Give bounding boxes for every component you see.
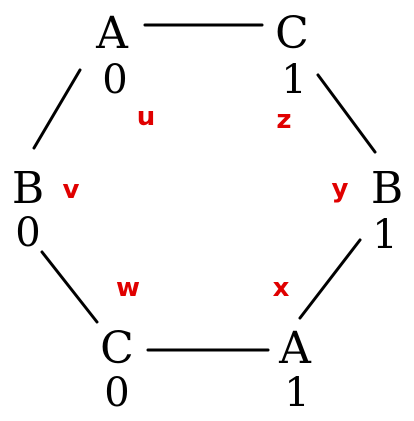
vertex-bottom-right-value: 1 (284, 370, 309, 416)
vertex-top-left-letter: A (95, 8, 129, 59)
vertex-left-letter: B (12, 163, 44, 214)
face-label-z: z (276, 105, 291, 135)
vertex-bottom-right: A 1 (278, 323, 312, 416)
edge-upper-left (32, 68, 82, 150)
vertex-top-right-value: 1 (281, 57, 306, 103)
face-label-x: x (273, 273, 290, 303)
vertex-bottom-left-value: 0 (104, 370, 129, 416)
vertex-bottom-left: C 0 (100, 323, 134, 416)
face-label-v: v (63, 175, 80, 205)
vertex-top-left-value: 0 (102, 57, 127, 103)
vertex-bottom-right-letter: A (278, 323, 312, 374)
vertex-right-letter: B (371, 163, 403, 214)
face-label-u: u (137, 102, 156, 132)
vertex-top-right-letter: C (275, 8, 309, 59)
edge-lower-right (298, 238, 362, 320)
vertex-left: B 0 (12, 163, 44, 256)
vertex-bottom-left-letter: C (100, 323, 134, 374)
vertex-top-right: C 1 (275, 8, 309, 103)
vertex-left-value: 0 (15, 210, 40, 256)
vertex-right-value: 1 (372, 212, 397, 258)
vertex-top-left: A 0 (95, 8, 129, 103)
face-label-y: y (332, 174, 349, 204)
edge-lower-left (40, 250, 99, 324)
face-label-w: w (116, 273, 140, 303)
edge-upper-right (316, 73, 377, 154)
vertex-right: B 1 (371, 163, 403, 258)
